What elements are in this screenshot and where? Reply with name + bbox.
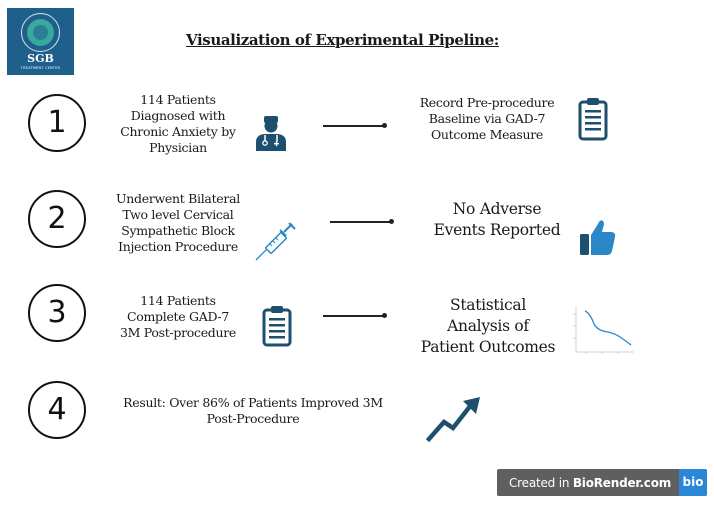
text-line: Post-Procedure [206, 411, 300, 426]
logo-text: SGB [27, 52, 54, 65]
step-2-left-text: Underwent Bilateral Two level Cervical S… [102, 191, 254, 255]
logo-head-icon [27, 19, 54, 46]
text-line: Outcome Measure [430, 127, 544, 142]
logo-subtext: TREATMENT CENTER [20, 66, 61, 70]
biorender-badge[interactable]: Created in BioRender.com bio [497, 469, 707, 496]
text-line: Injection Procedure [118, 239, 238, 254]
badge-text: Created in BioRender.com [509, 476, 671, 490]
step-4-result-text: Result: Over 86% of Patients Improved 3M… [88, 395, 418, 427]
step-3-number: 3 [28, 284, 86, 342]
syringe-icon [255, 222, 296, 261]
text-line: Diagnosed with [130, 108, 226, 123]
text-line: Statistical [450, 296, 526, 314]
step-1-number: 1 [28, 94, 86, 152]
text-line: 114 Patients [140, 92, 216, 107]
step-2-right-text: No Adverse Events Reported [418, 199, 576, 241]
text-line: 114 Patients [140, 293, 216, 308]
page-title: Visualization of Experimental Pipeline: [186, 31, 499, 49]
text-line: 3M Post-procedure [119, 325, 237, 340]
doctor-icon [256, 116, 286, 151]
step-4-number: 4 [28, 381, 86, 439]
step-3-left-text: 114 Patients Complete GAD-7 3M Post-proc… [104, 293, 252, 341]
step-3-right-text: Statistical Analysis of Patient Outcomes [412, 295, 564, 358]
step-1-right-text: Record Pre-procedure Baseline via GAD-7 … [408, 95, 566, 143]
decline-chart-icon [573, 306, 634, 354]
step-3-arrow [323, 313, 387, 318]
text-line: Two level Cervical [122, 207, 234, 222]
badge-brand: BioRender.com [572, 476, 672, 490]
clipboard-icon [578, 98, 608, 141]
text-line: Events Reported [433, 221, 561, 239]
sgb-logo: SGB TREATMENT CENTER [7, 8, 74, 75]
text-line: Patient Outcomes [420, 338, 556, 356]
clipboard-icon [262, 306, 292, 347]
text-line: Record Pre-procedure [419, 95, 555, 110]
text-line: Baseline via GAD-7 [428, 111, 546, 126]
trend-up-arrow-icon [426, 397, 480, 443]
text-line: Analysis of [447, 317, 529, 335]
step-2-number: 2 [28, 190, 86, 248]
step-1-left-text: 114 Patients Diagnosed with Chronic Anxi… [104, 92, 252, 156]
step-1-arrow [323, 123, 387, 128]
text-line: Sympathetic Block [121, 223, 235, 238]
badge-prefix: Created in [509, 476, 573, 490]
text-line: Underwent Bilateral [116, 191, 240, 206]
text-line: Physician [149, 140, 207, 155]
biorender-logo-icon: bio [679, 469, 707, 496]
thumbs-up-icon [580, 220, 616, 255]
text-line: Result: Over 86% of Patients Improved 3M [123, 395, 383, 410]
text-line: No Adverse [452, 200, 542, 218]
logo-ring [21, 13, 60, 52]
text-line: Chronic Anxiety by [120, 124, 236, 139]
step-2-arrow [330, 219, 394, 224]
text-line: Complete GAD-7 [127, 309, 229, 324]
